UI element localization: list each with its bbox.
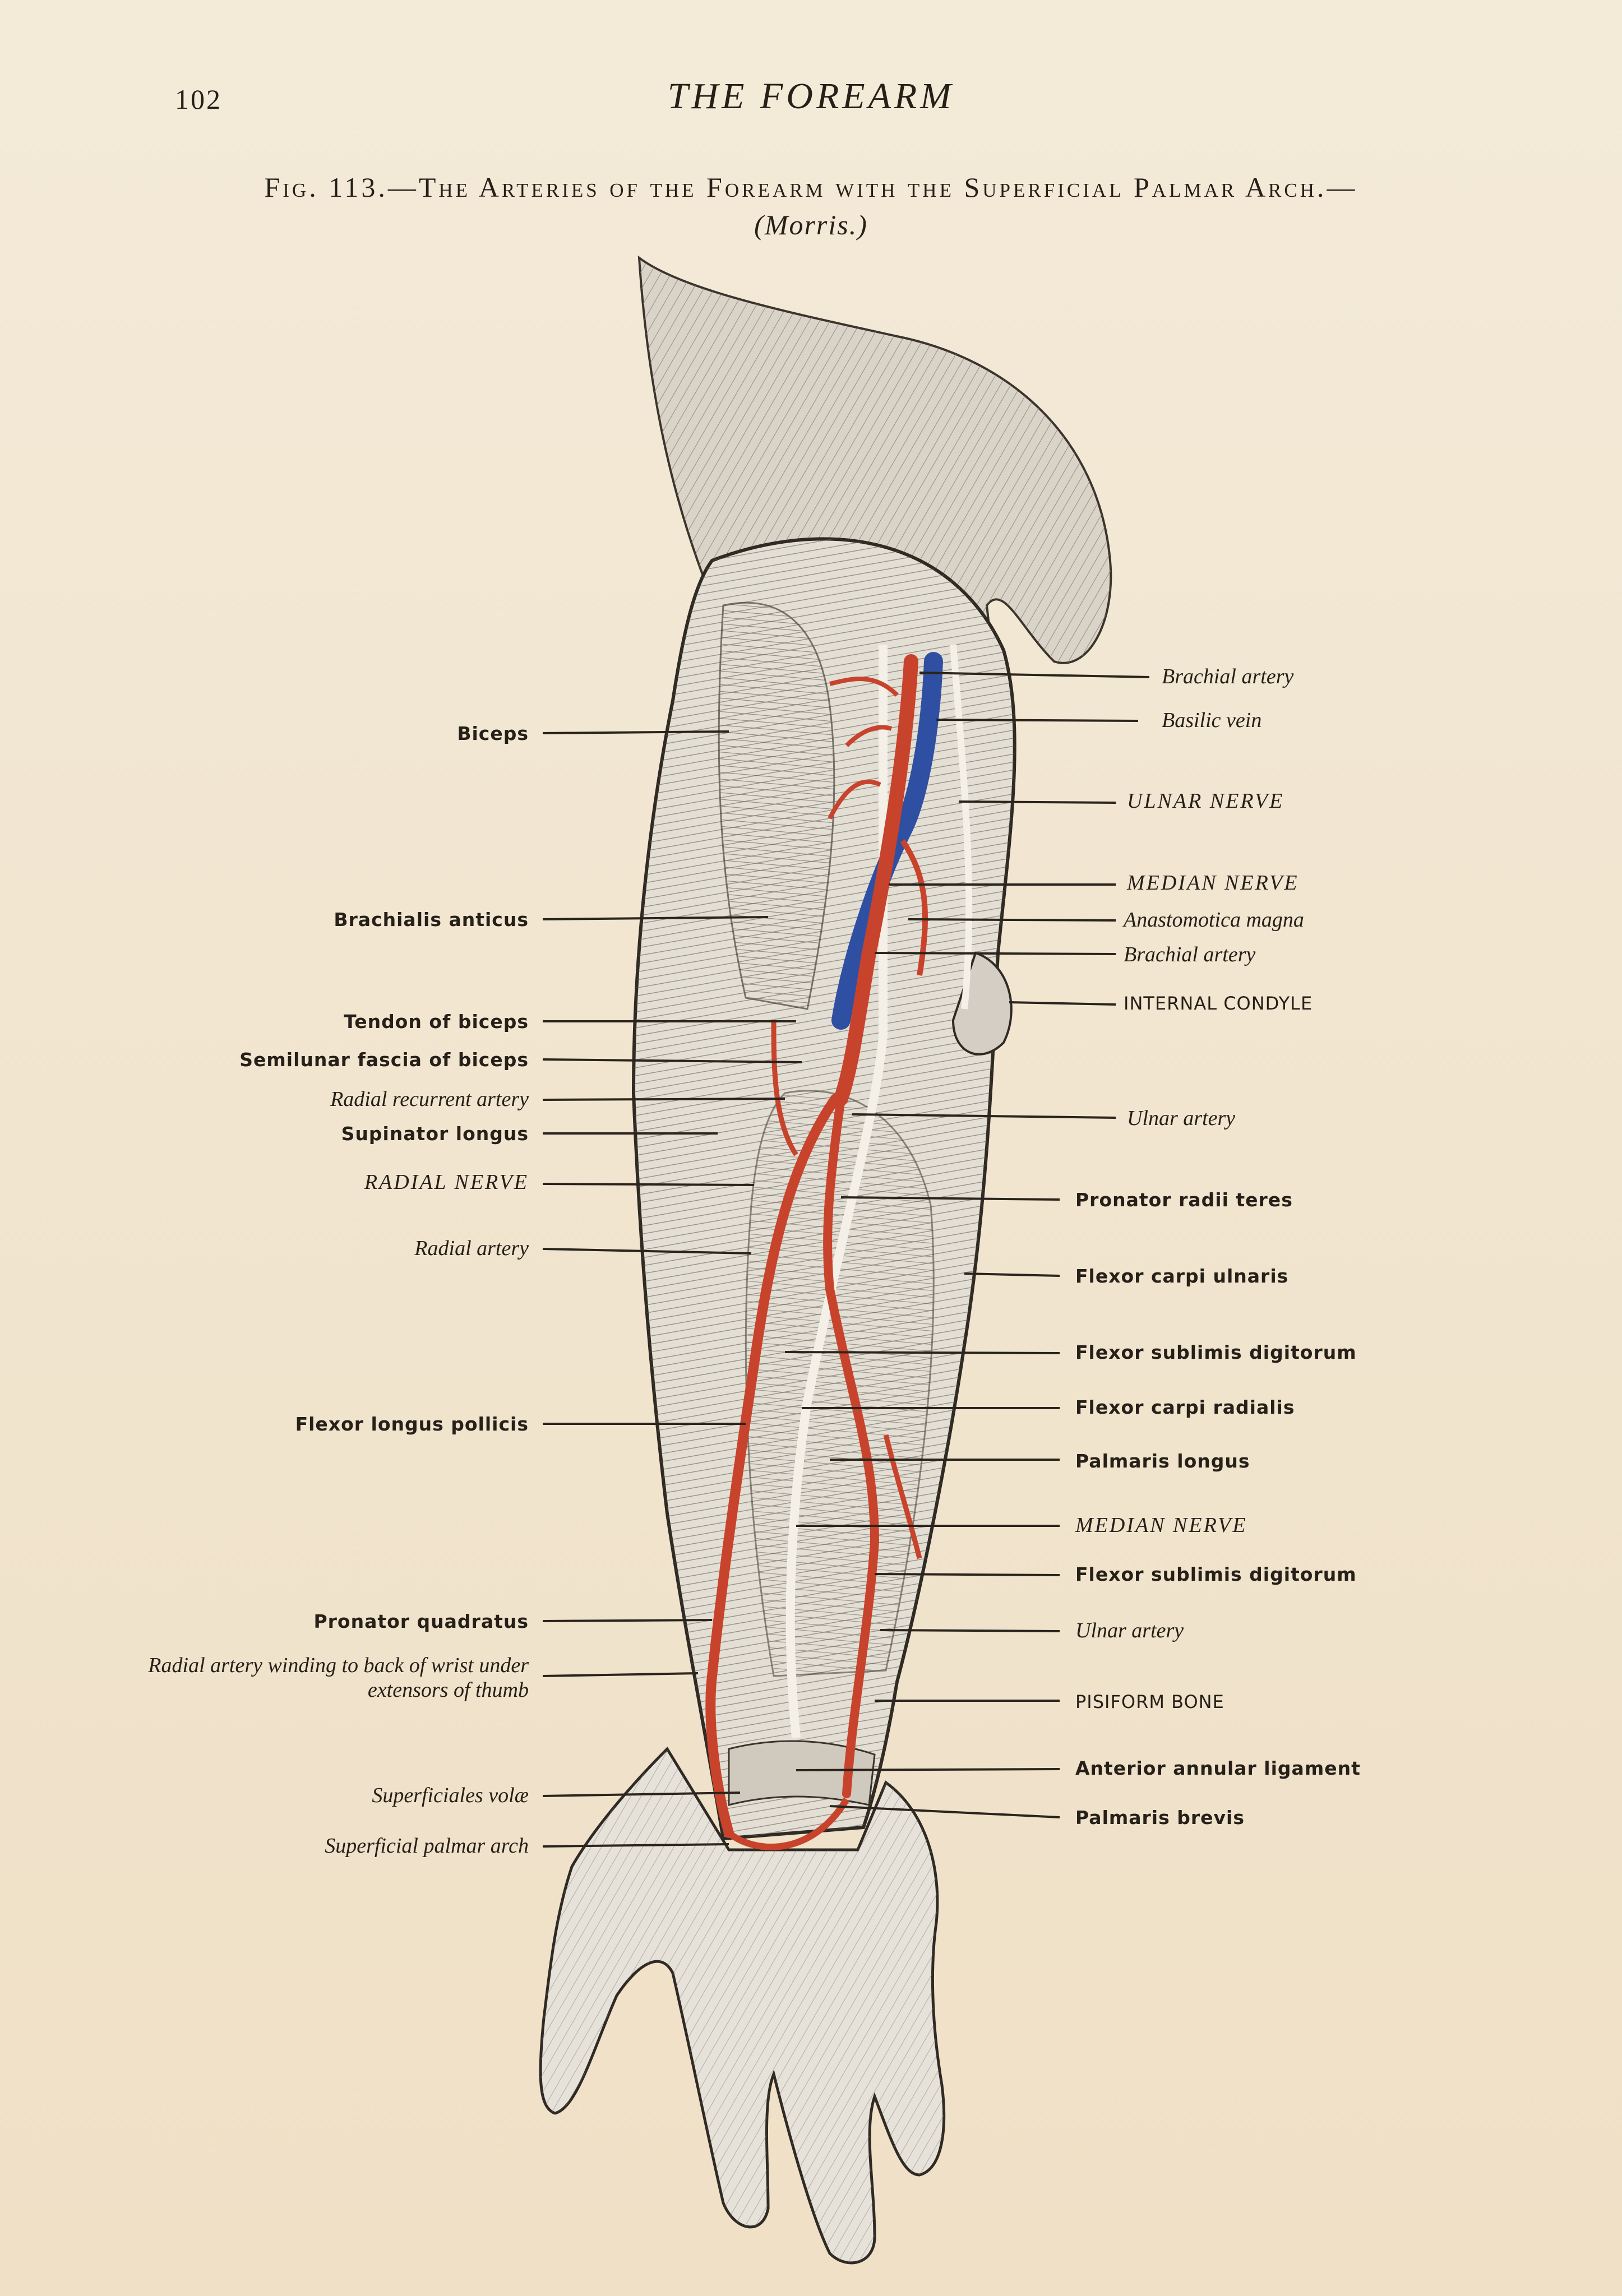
label-ulnar-nerve: ULNAR NERVE [1127, 789, 1284, 813]
label-flexor-longus-pollicis: Flexor longus pollicis [295, 1413, 529, 1435]
label-flexor-sublimis-lower: Flexor sublimis digitorum [1075, 1563, 1357, 1585]
label-basilic-vein: Basilic vein [1162, 709, 1262, 732]
label-pronator-quadratus: Pronator quadratus [313, 1610, 529, 1632]
radial-artery [705, 1094, 840, 1838]
label-brachial-artery-upper: Brachial artery [1162, 665, 1294, 688]
brachial-upper-branches [828, 677, 899, 820]
label-semilunar-fascia: Semilunar fascia of biceps [239, 1049, 529, 1071]
label-internal-condyle: INTERNAL CONDYLE [1124, 993, 1313, 1014]
label-anastomotica-magna: Anastomotica magna [1124, 908, 1304, 932]
label-tendon-of-biceps: Tendon of biceps [344, 1011, 529, 1033]
label-flexor-carpi-radialis: Flexor carpi radialis [1075, 1396, 1295, 1418]
basilic-vein [831, 652, 943, 1030]
label-brachialis-anticus: Brachialis anticus [334, 909, 529, 931]
leader-lines [542, 672, 1150, 1848]
annular-ligament [728, 1740, 876, 1806]
label-radial-artery: Radial artery [414, 1237, 529, 1260]
page-number: 102 [175, 84, 222, 115]
muscle-bundle-biceps [718, 601, 835, 1010]
label-flexor-carpi-ulnaris: Flexor carpi ulnaris [1075, 1265, 1289, 1287]
label-biceps: Biceps [457, 723, 529, 744]
label-supinator-longus: Supinator longus [341, 1123, 529, 1145]
figure-caption: Fig. 113.—The Arteries of the Forearm wi… [264, 172, 1358, 203]
ulnar-nerve [950, 644, 973, 1010]
label-superficiales-volae: Superficiales volæ [372, 1784, 529, 1807]
label-ulnar-artery-upper: Ulnar artery [1127, 1107, 1236, 1130]
label-anterior-annular-ligament: Anterior annular ligament [1075, 1757, 1361, 1779]
label-radial-artery-winding: Radial artery winding to back of wrist u… [148, 1654, 529, 1702]
label-flexor-sublimis-upper: Flexor sublimis digitorum [1075, 1341, 1357, 1363]
superficial-palmar-arch-vessel [727, 1797, 850, 1850]
label-palmaris-brevis: Palmaris brevis [1075, 1807, 1245, 1829]
label-radial-nerve: RADIAL NERVE [364, 1170, 529, 1194]
brachial-artery [834, 654, 918, 1106]
label-superficial-palmar-arch: Superficial palmar arch [325, 1834, 529, 1858]
running-title: THE FOREARM [667, 76, 955, 117]
ulnar-lower-branch [883, 1434, 922, 1559]
anastomotica-magna-branch [900, 839, 928, 976]
label-pronator-radii-teres: Pronator radii teres [1075, 1189, 1293, 1211]
label-median-nerve-lower: MEDIAN NERVE [1075, 1513, 1247, 1537]
label-radial-recurrent-artery: Radial recurrent artery [330, 1087, 529, 1111]
label-median-nerve-upper: MEDIAN NERVE [1127, 871, 1299, 895]
label-palmaris-longus: Palmaris longus [1075, 1450, 1250, 1472]
label-brachial-artery-lower: Brachial artery [1124, 943, 1256, 966]
label-pisiform-bone: PISIFORM BONE [1075, 1691, 1224, 1712]
label-ulnar-artery-lower: Ulnar artery [1075, 1619, 1184, 1642]
figure-caption-attribution: (Morris.) [754, 209, 868, 240]
radial-recurrent-branch [771, 1020, 798, 1156]
ulnar-artery [823, 1094, 880, 1798]
